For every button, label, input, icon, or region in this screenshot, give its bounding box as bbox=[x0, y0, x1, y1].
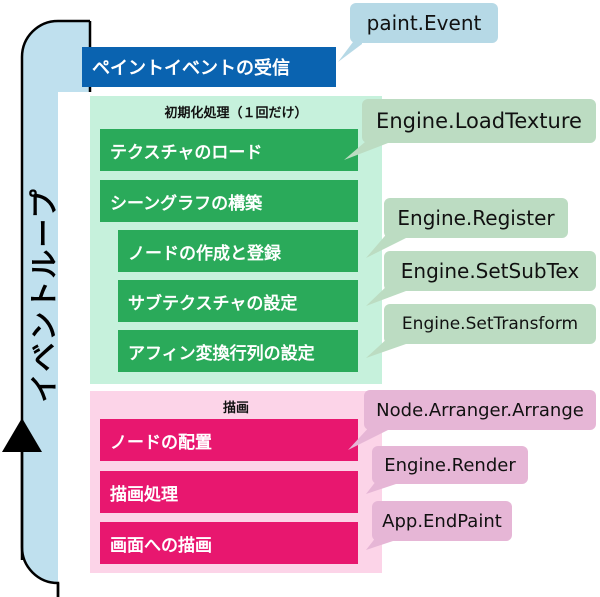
step-load-texture: テクスチャのロード bbox=[100, 129, 358, 171]
api-bubble-register: Engine.Register bbox=[384, 198, 568, 238]
init-panel-title: 初期化処理（１回だけ） bbox=[164, 106, 308, 121]
step-arrange-nodes: ノードの配置 bbox=[100, 419, 358, 461]
step-create-register-node: ノードの作成と登録 bbox=[118, 230, 358, 272]
draw-panel-title: 描画 bbox=[222, 401, 249, 416]
api-bubble-render: Engine.Render bbox=[372, 446, 528, 484]
api-bubble-arrange: Node.Arranger.Arrange bbox=[364, 390, 596, 430]
api-bubble-end-paint: App.EndPaint bbox=[372, 501, 512, 541]
step-set-subtexture: サブテクスチャの設定 bbox=[118, 280, 358, 322]
api-bubble-paint-event: paint.Event bbox=[350, 3, 498, 43]
api-bubble-set-transform: Engine.SetTransform bbox=[384, 304, 596, 344]
step-draw-to-screen: 画面への描画 bbox=[100, 522, 358, 564]
api-bubble-load-texture: Engine.LoadTexture bbox=[362, 99, 596, 143]
step-render: 描画処理 bbox=[100, 471, 358, 513]
step-set-affine-matrix: アフィン変換行列の設定 bbox=[118, 330, 358, 372]
step-build-scene-graph: シーングラフの構築 bbox=[100, 180, 358, 222]
event-receive-label: ペイントイベントの受信 bbox=[92, 58, 290, 79]
event-receive-box: ペイントイベントの受信 bbox=[82, 47, 336, 87]
api-bubble-set-subtex: Engine.SetSubTex bbox=[384, 251, 596, 291]
loop-arrow-icon bbox=[2, 418, 42, 452]
